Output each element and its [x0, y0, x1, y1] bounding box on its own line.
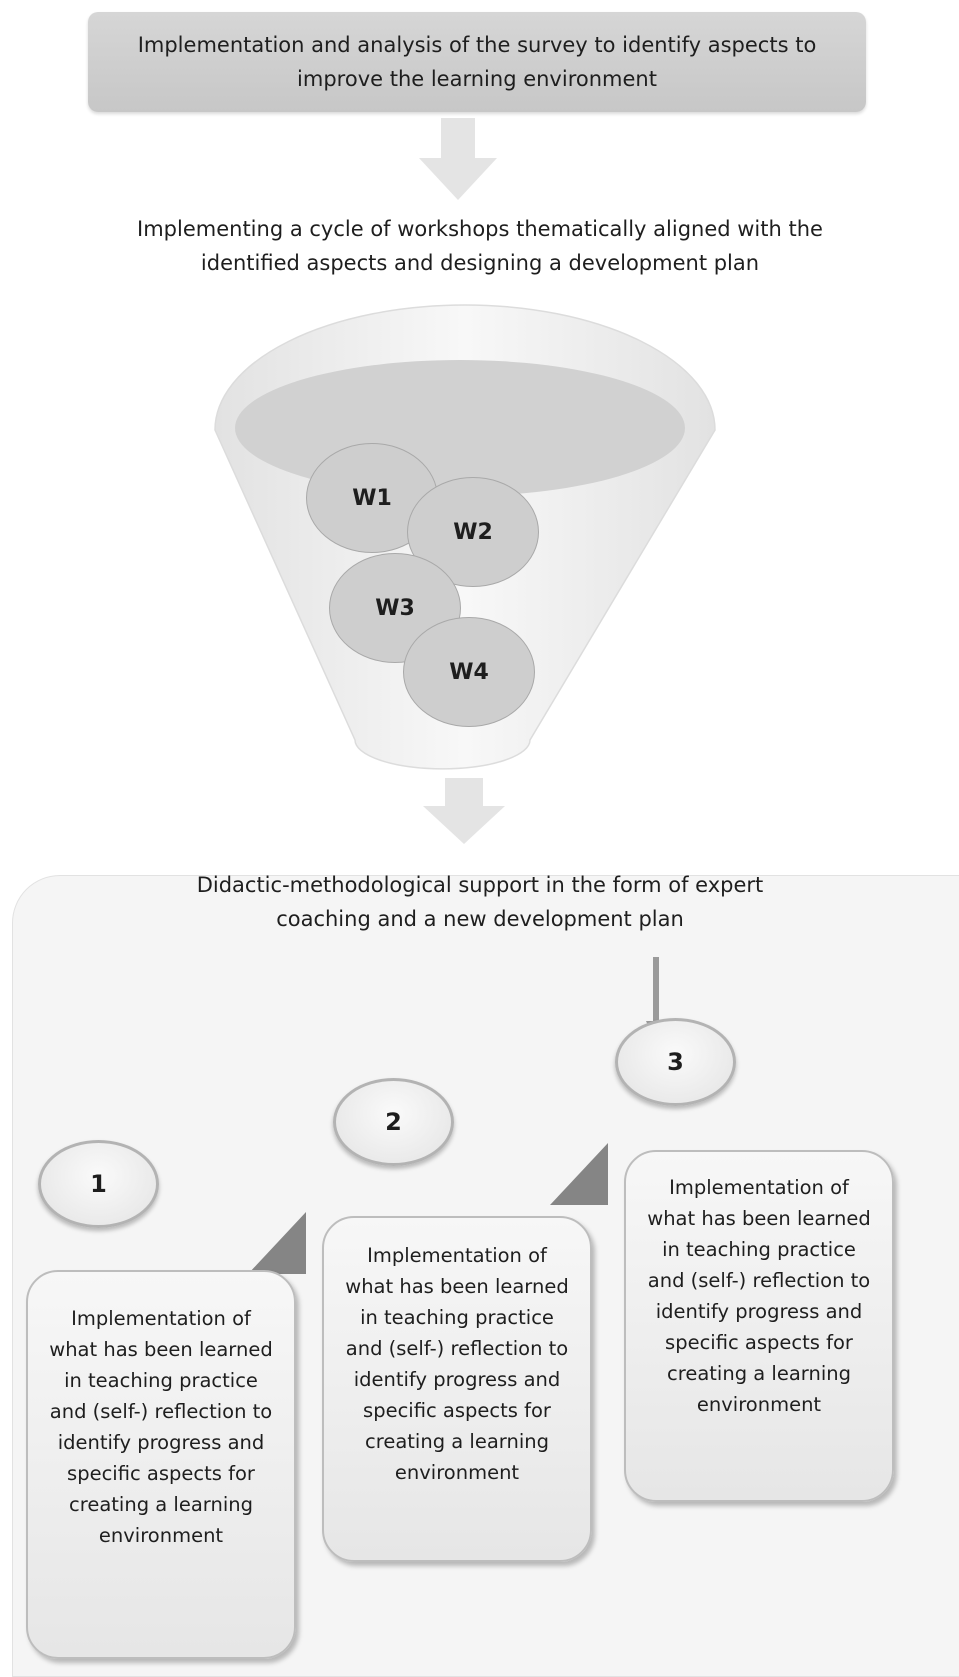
stage-3-number: 3: [615, 1018, 736, 1106]
workshops-step-text: Implementing a cycle of workshops themat…: [137, 217, 823, 275]
survey-step-box: Implementation and analysis of the surve…: [88, 12, 866, 112]
workshop-w1: W1: [306, 443, 438, 553]
workshop-w3-label: W3: [375, 595, 415, 621]
stage-1-pointer: [248, 1212, 306, 1274]
down-arrow-2: [423, 778, 505, 844]
stage-2-text: Implementation of what has been learned …: [345, 1244, 569, 1484]
workshop-w4: W4: [403, 617, 535, 727]
stage-2-pointer: [550, 1143, 608, 1205]
stage-1-number-label: 1: [90, 1170, 107, 1198]
stage-3-number-label: 3: [667, 1048, 684, 1076]
workshop-w4-label: W4: [449, 659, 489, 685]
stage-2-number-label: 2: [385, 1108, 402, 1136]
stage-1-number: 1: [38, 1140, 159, 1228]
funnel-opening: [235, 360, 685, 496]
coaching-step-text: Didactic-methodological support in the f…: [196, 873, 764, 931]
stage-2-number: 2: [333, 1078, 454, 1166]
survey-step-text: Implementation and analysis of the surve…: [137, 33, 817, 91]
workshop-w2-label: W2: [453, 519, 493, 545]
workshop-w1-label: W1: [352, 485, 392, 511]
stage-2-card: Implementation of what has been learned …: [322, 1216, 592, 1562]
down-arrow-1: [419, 118, 497, 200]
stage-1-text: Implementation of what has been learned …: [49, 1307, 273, 1547]
stage-3-text: Implementation of what has been learned …: [647, 1176, 871, 1416]
stage-3-card: Implementation of what has been learned …: [624, 1150, 894, 1502]
stage-1-card: Implementation of what has been learned …: [26, 1270, 296, 1659]
